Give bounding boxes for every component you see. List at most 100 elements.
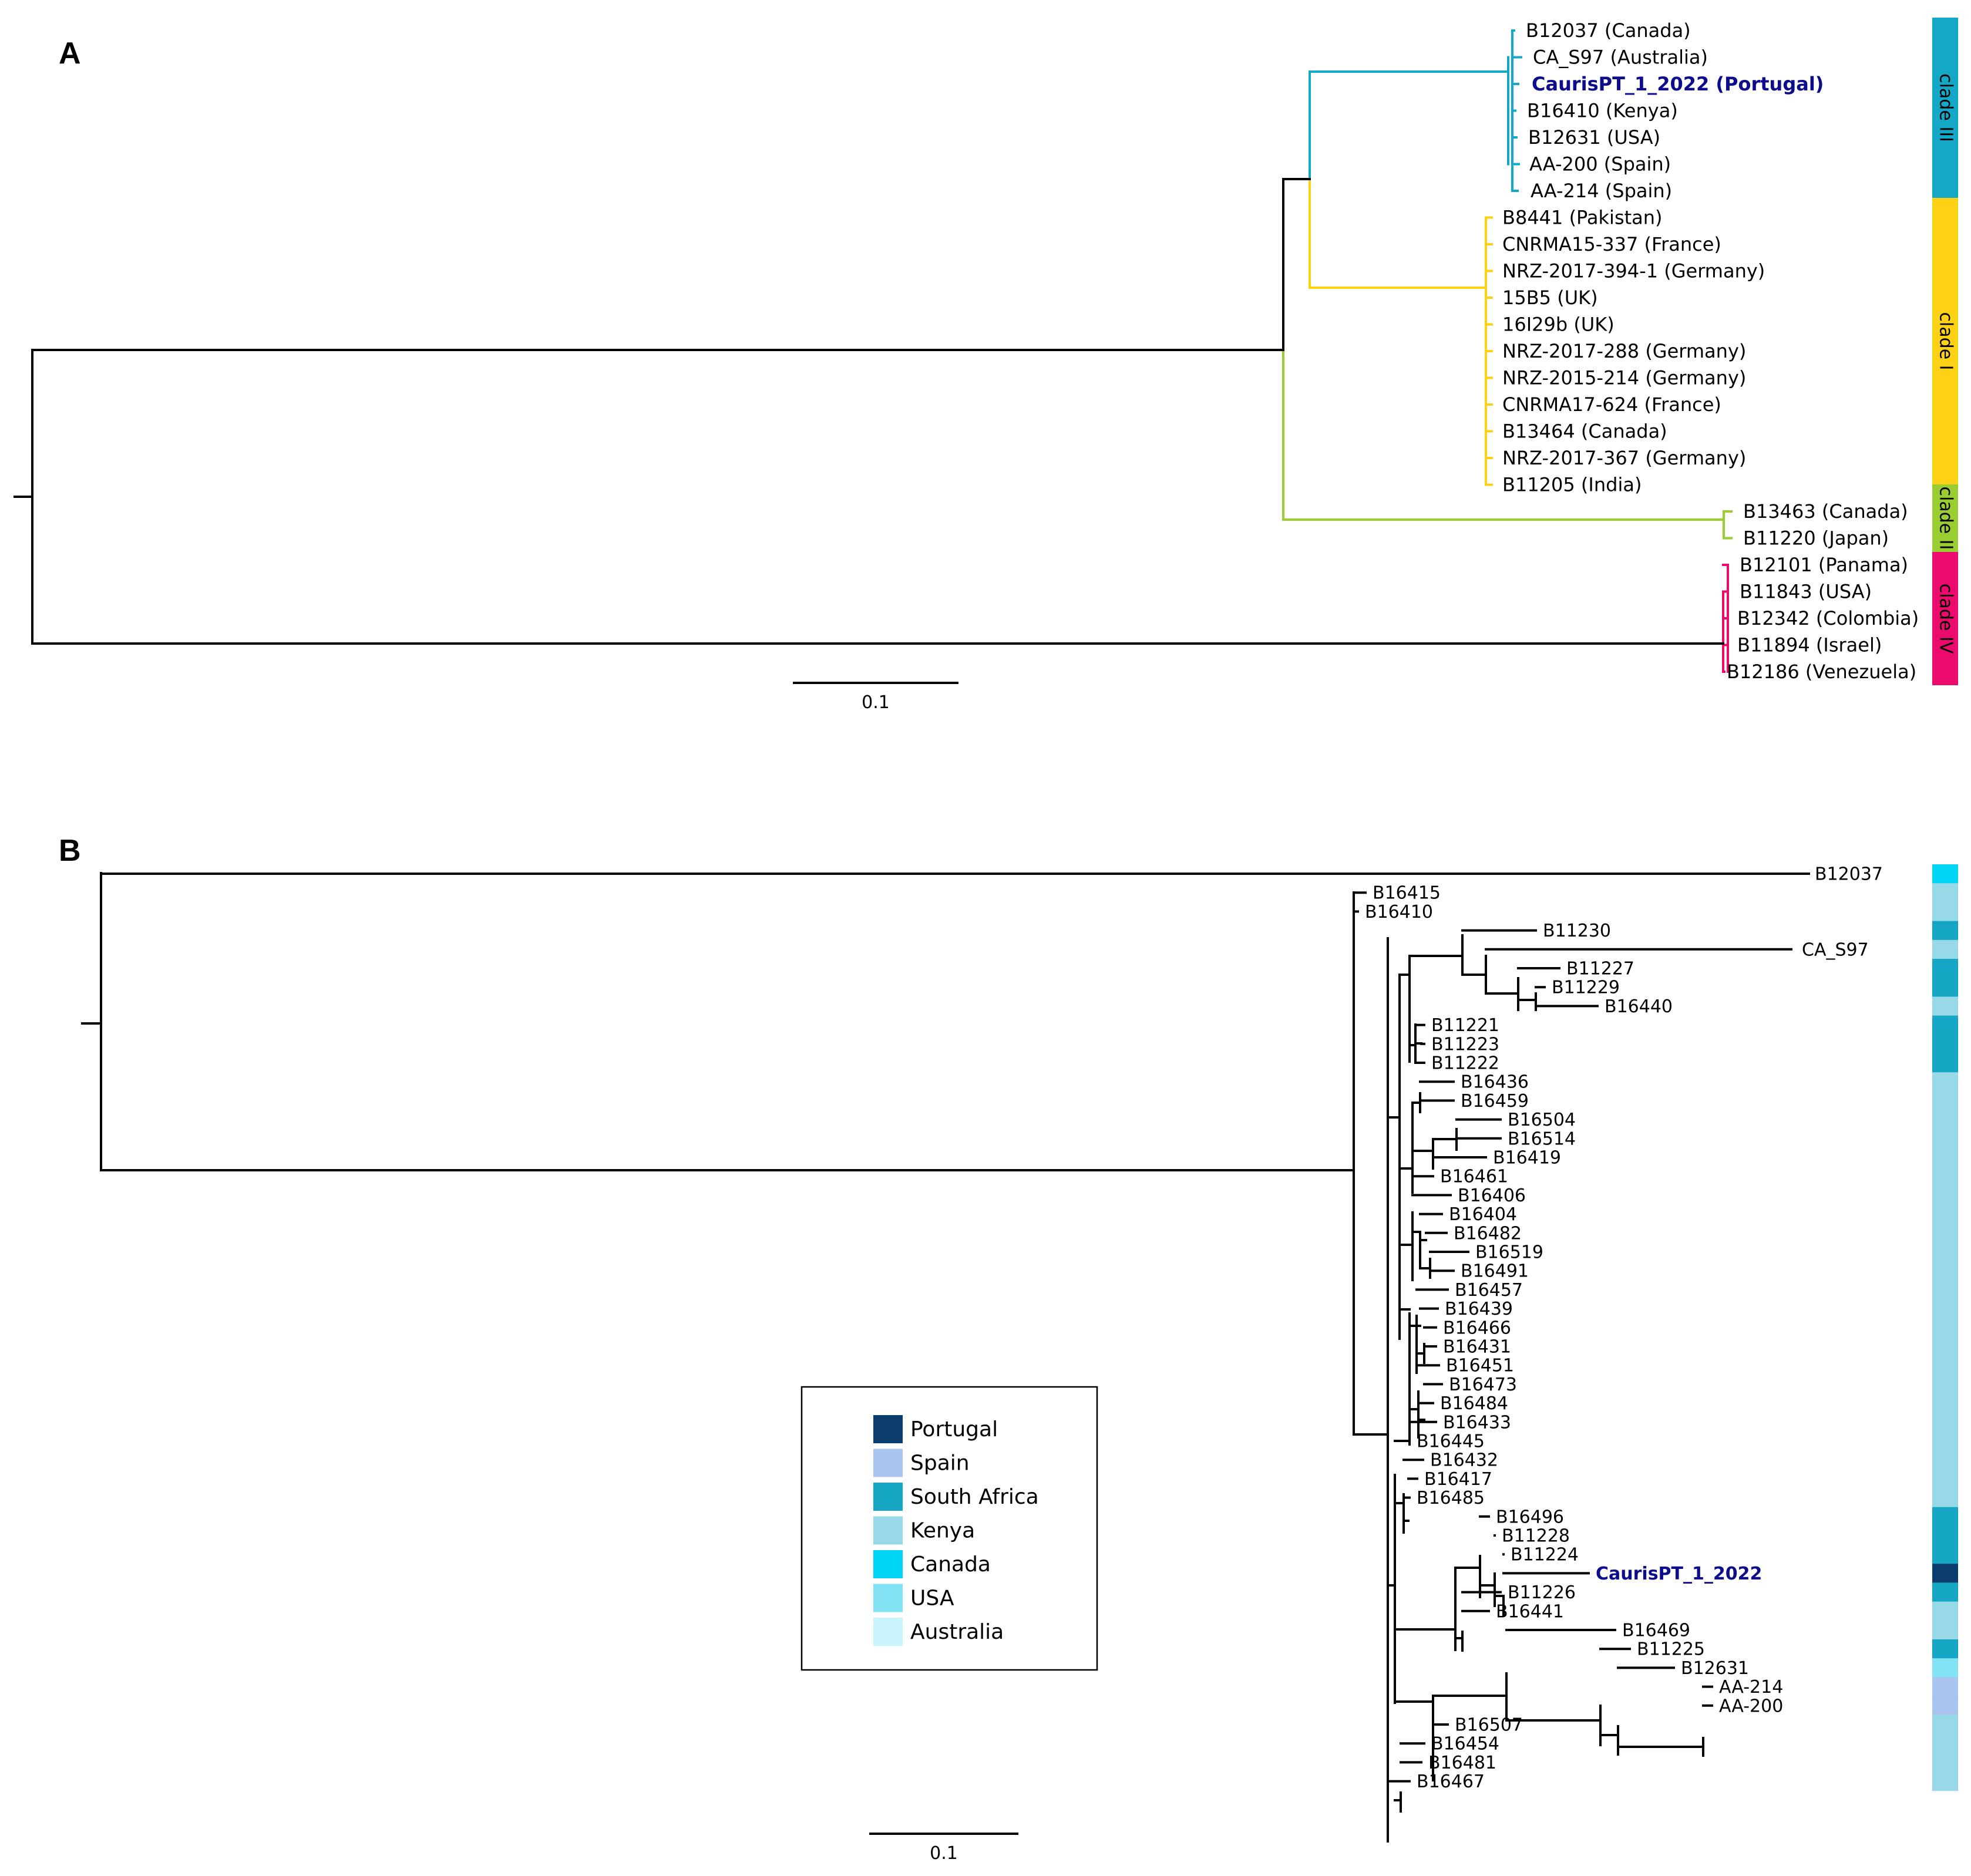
- legend-label: Portugal: [910, 1417, 998, 1441]
- country-cell: [1932, 1185, 1958, 1205]
- country-cell: [1932, 1034, 1958, 1054]
- tip-label: B16419: [1493, 1148, 1561, 1168]
- clade-label: clade I: [1936, 312, 1956, 370]
- tip-label: B12342 (Colombia): [1737, 607, 1919, 629]
- tip-label: B16404: [1449, 1204, 1517, 1225]
- legend-label: Kenya: [910, 1519, 975, 1543]
- tip-label: CNRMA17-624 (France): [1502, 393, 1721, 416]
- tip-label: B16457: [1455, 1280, 1523, 1301]
- legend-swatch: [873, 1483, 903, 1511]
- country-cell: [1932, 939, 1958, 959]
- tip-label: B11221: [1431, 1015, 1499, 1036]
- tip-label: AA-214: [1719, 1677, 1783, 1698]
- country-cell: [1932, 1450, 1958, 1470]
- tip-label: B16467: [1417, 1771, 1485, 1792]
- tip-label: B16507: [1455, 1715, 1523, 1736]
- tip-label: B16504: [1508, 1110, 1576, 1130]
- country-cell: [1932, 1091, 1958, 1111]
- tip-label: NRZ-2017-394-1 (Germany): [1502, 260, 1765, 282]
- tip-label: B16432: [1430, 1450, 1498, 1471]
- country-cell: [1932, 1242, 1958, 1262]
- tip-label: CA_S97: [1802, 939, 1869, 960]
- tip-label: B13463 (Canada): [1743, 500, 1908, 523]
- country-cell: [1932, 1620, 1958, 1640]
- tip-label: B16441: [1496, 1601, 1564, 1622]
- tip-label: B16415: [1373, 883, 1441, 904]
- country-cell: [1932, 1412, 1958, 1432]
- tip-label: CaurisPT_1_2022 (Portugal): [1532, 73, 1824, 95]
- tip-label: B12037: [1815, 864, 1883, 885]
- legend-swatch: [873, 1415, 903, 1443]
- country-cell: [1932, 1318, 1958, 1338]
- tip-label: B16451: [1446, 1356, 1514, 1376]
- country-cell: [1932, 1110, 1958, 1130]
- country-cell: [1932, 1469, 1958, 1489]
- legend-swatch: [873, 1449, 903, 1477]
- tip-label: B12186 (Venezuela): [1727, 661, 1916, 683]
- tip-label: B16466: [1443, 1318, 1511, 1338]
- tip-label: B16491: [1461, 1261, 1529, 1282]
- country-cell: [1932, 1753, 1958, 1772]
- tip-label: B11222: [1431, 1053, 1499, 1074]
- tip-label: B16519: [1475, 1242, 1543, 1263]
- legend-label: Canada: [910, 1552, 991, 1577]
- clade-band: [1932, 198, 1958, 484]
- country-cell: [1932, 1582, 1958, 1602]
- clade-band: [1932, 552, 1958, 685]
- country-cell: [1932, 921, 1958, 941]
- tip-label: NRZ-2015-214 (Germany): [1502, 367, 1746, 389]
- panel-a-label: A: [59, 36, 81, 70]
- country-cell: [1932, 1639, 1958, 1659]
- panel-a-scale-bar: 0.1: [793, 682, 958, 713]
- tip-label: 15B5 (UK): [1502, 287, 1598, 309]
- tip-label: NRZ-2017-288 (Germany): [1502, 340, 1746, 362]
- tip-label: CaurisPT_1_2022: [1596, 1564, 1762, 1584]
- tip-label: AA-200 (Spain): [1529, 153, 1671, 176]
- tip-label: B16417: [1424, 1469, 1492, 1490]
- tip-label: B12631: [1681, 1658, 1749, 1679]
- country-cell: [1932, 1167, 1958, 1186]
- country-cell: [1932, 1507, 1958, 1527]
- legend-swatch: [873, 1618, 903, 1646]
- country-cell: [1932, 864, 1958, 884]
- country-cell: [1932, 1564, 1958, 1583]
- tip-label: B16485: [1417, 1488, 1485, 1508]
- tip-label: B16406: [1458, 1185, 1526, 1206]
- tip-label: B16461: [1440, 1167, 1508, 1187]
- country-cell: [1932, 1204, 1958, 1224]
- country-cell: [1932, 1261, 1958, 1281]
- country-cell: [1932, 1715, 1958, 1734]
- tip-label: B11225: [1637, 1639, 1705, 1660]
- legend-label: Spain: [910, 1451, 970, 1476]
- tip-label: B16459: [1461, 1091, 1529, 1112]
- legend-label: Australia: [910, 1620, 1004, 1644]
- country-cell: [1932, 1677, 1958, 1697]
- panel-b-scale-label: 0.1: [930, 1843, 958, 1864]
- country-cell: [1932, 1393, 1958, 1413]
- panel-b-tree: B12037B16415B16410B11230CA_S97B11227B112…: [81, 864, 1883, 1843]
- tip-label: B16433: [1443, 1412, 1511, 1433]
- country-cell: [1932, 996, 1958, 1016]
- country-cell: [1932, 1336, 1958, 1356]
- tip-label: B16473: [1449, 1375, 1517, 1395]
- tip-label: B16436: [1461, 1072, 1529, 1093]
- tip-label: B16481: [1428, 1753, 1496, 1773]
- tip-label: B11229: [1552, 978, 1620, 998]
- tip-label: B11230: [1543, 921, 1611, 941]
- country-cell: [1932, 883, 1958, 902]
- legend-label: USA: [910, 1587, 954, 1611]
- country-cell: [1932, 1280, 1958, 1300]
- legend-swatch: [873, 1584, 903, 1612]
- tip-label: B16445: [1417, 1432, 1485, 1452]
- tip-label: B11223: [1431, 1034, 1499, 1055]
- tip-label: B13464 (Canada): [1502, 420, 1667, 443]
- country-cell: [1932, 1525, 1958, 1545]
- tip-label: B11843 (USA): [1740, 581, 1872, 603]
- panel-a-scale-label: 0.1: [862, 692, 890, 713]
- panel-a-tree: B12037 (Canada)CA_S97 (Australia)CaurisP…: [14, 19, 1919, 683]
- country-cell: [1932, 959, 1958, 978]
- tip-label: B12101 (Panama): [1740, 554, 1908, 576]
